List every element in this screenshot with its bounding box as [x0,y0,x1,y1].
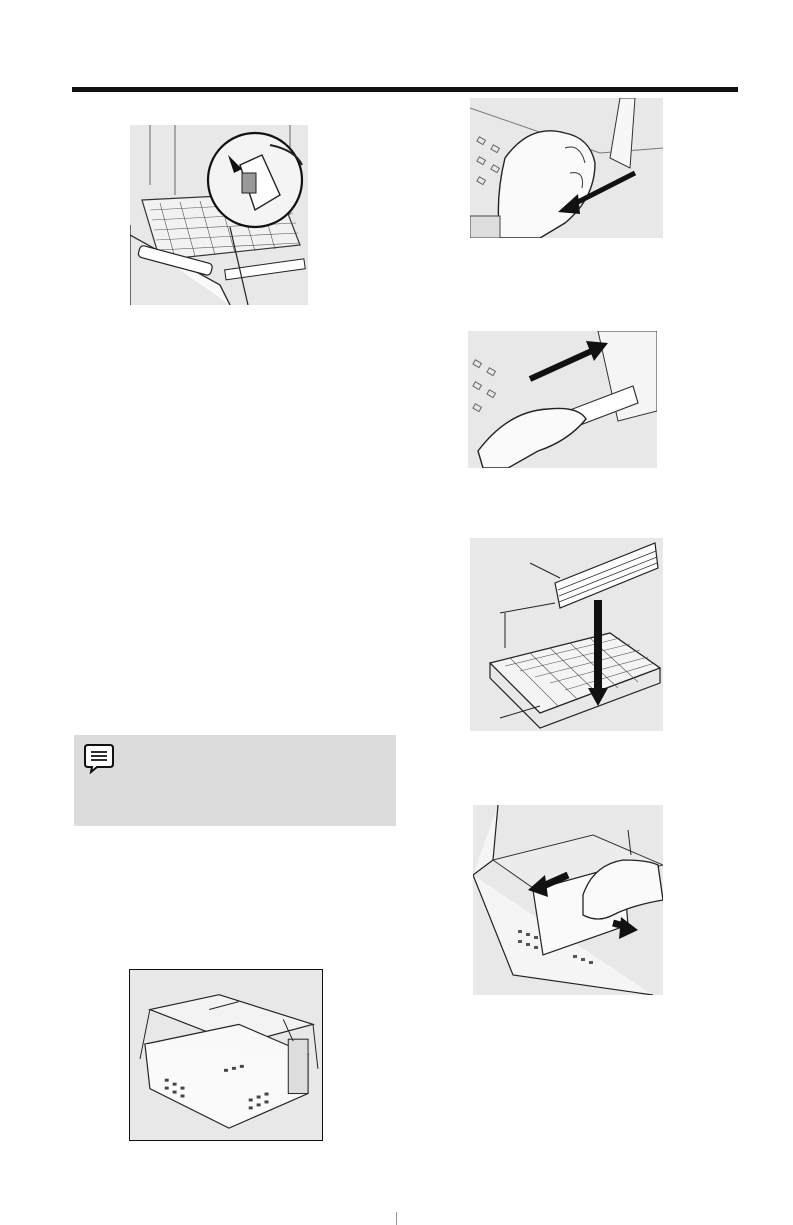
crop-mark [396,1212,397,1225]
figure-divider-into-basket [470,538,663,731]
bin-assembly-illustration [130,970,322,1140]
figure-push-tab-in [468,331,657,468]
divider-insert-illustration [470,538,663,731]
figure-pull-tab-out [470,98,663,238]
pull-tab-illustration [470,98,663,238]
figure-slide-divider [473,805,663,995]
figure-basket-clip-detail [130,125,308,305]
note-box [74,735,396,826]
push-tab-illustration [468,331,657,468]
basket-clip-illustration [130,125,308,305]
header-rule [72,87,738,92]
note-speech-bubble-icon [83,742,115,774]
figure-bin-assembly [129,969,323,1141]
slide-divider-illustration [473,805,663,995]
